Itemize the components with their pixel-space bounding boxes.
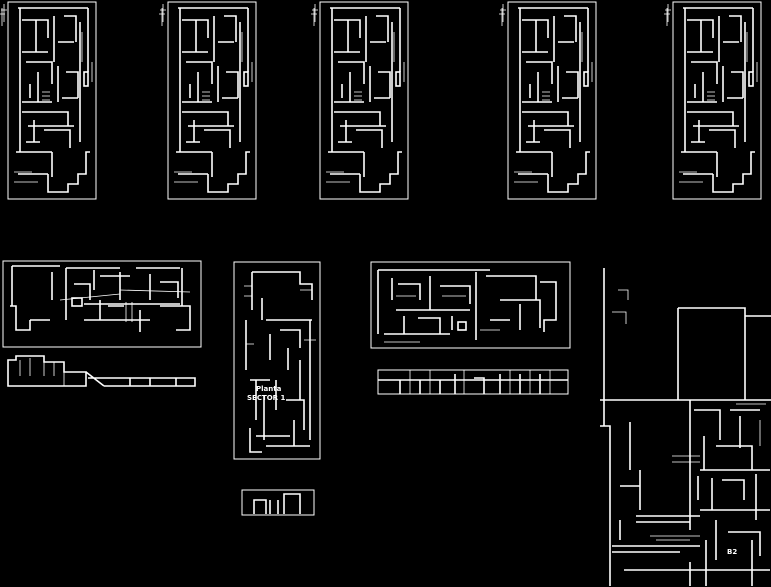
corner-tag-label: B2 bbox=[727, 548, 737, 556]
plan-label-line2: SECTOR 1 bbox=[247, 394, 286, 402]
site-plan-wide-left[interactable] bbox=[2, 260, 202, 348]
floor-plan-4[interactable] bbox=[498, 1, 597, 200]
site-plan-wide-right[interactable] bbox=[370, 261, 571, 349]
floor-plan-3[interactable] bbox=[310, 1, 409, 200]
site-plan-center[interactable]: Planta SECTOR 1 bbox=[233, 261, 321, 460]
site-plan-large[interactable]: B2 bbox=[600, 268, 771, 586]
elevation-center bbox=[241, 489, 315, 516]
floor-plan-2[interactable] bbox=[158, 1, 257, 200]
elevation-right bbox=[377, 369, 569, 395]
floor-plan-1[interactable] bbox=[0, 1, 97, 200]
floor-plan-5[interactable] bbox=[663, 1, 762, 200]
elevation-left bbox=[7, 355, 196, 387]
plan-label-line1: Planta bbox=[256, 385, 282, 393]
